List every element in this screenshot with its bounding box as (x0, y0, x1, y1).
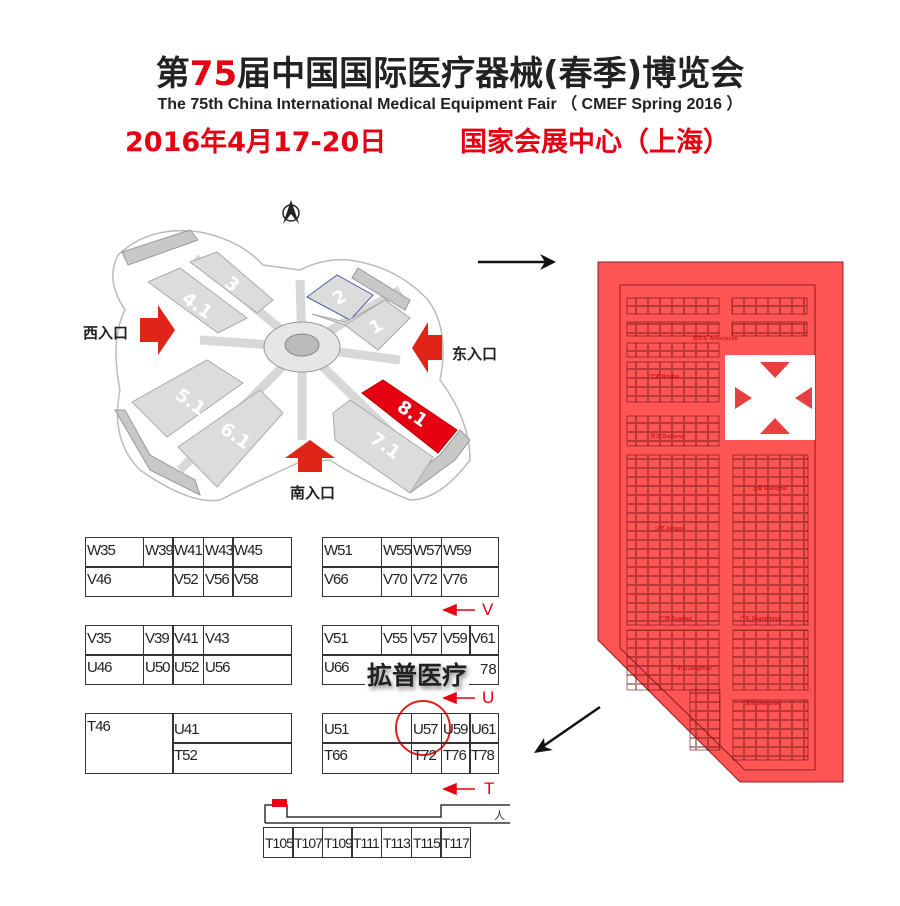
zone-arrows (735, 362, 812, 434)
booth-cell[interactable]: U41 (172, 713, 292, 744)
title-rest: 届中国国际医疗器械(春季)博览会 (237, 54, 745, 94)
entrance-mark: 人 (494, 809, 505, 822)
booth-cell[interactable]: V35 (85, 625, 144, 656)
region-label: 救护车 Ambulance (693, 335, 738, 342)
highlight-circle (395, 700, 451, 756)
aisle-label-u: U (482, 688, 495, 707)
booth-cell[interactable]: W55 (381, 537, 412, 568)
booth-cell[interactable]: W43 (203, 537, 234, 568)
exhibitor-label: 拡普医疗 (365, 656, 470, 692)
east-entrance-arrow-icon (412, 322, 442, 373)
east-entrance-label: 东入口 (452, 345, 498, 363)
region-label: 广东 Guangdong (740, 615, 781, 622)
booth-cell[interactable]: T115 (411, 827, 442, 858)
booth-cell[interactable]: U46 (85, 654, 144, 685)
booth-cell[interactable]: T78 (469, 742, 499, 774)
booth-cell[interactable]: U61 (469, 713, 499, 744)
booth-cell[interactable]: W35 (85, 537, 144, 568)
booth-cell[interactable]: V57 (411, 625, 442, 656)
booth-cell[interactable]: V72 (411, 566, 442, 597)
booth-cell[interactable]: V66 (322, 566, 382, 597)
booth-cell[interactable]: T117 (440, 827, 471, 858)
region-label: 浙江 Zhejiang (650, 433, 683, 440)
arrow-right-icon (478, 254, 556, 270)
region-label: 广州 Guangzhou (672, 665, 712, 672)
hall-4-1[interactable] (147, 267, 248, 334)
aisle-arrows (442, 603, 475, 796)
booth-cell[interactable]: V70 (381, 566, 412, 597)
booth-cell[interactable]: V43 (203, 625, 292, 656)
booth-cell[interactable]: W45 (232, 537, 292, 568)
booth-cell[interactable]: V51 (322, 625, 382, 656)
booth-cell[interactable]: T111 (351, 827, 382, 858)
booth-cell[interactable]: V52 (172, 566, 204, 597)
hall-2[interactable] (306, 274, 374, 321)
region-label: 深圳 Shenzhen (745, 700, 781, 707)
west-entrance-label: 西入口 (83, 324, 129, 342)
booth-cell[interactable]: T52 (172, 742, 292, 774)
booth-cell[interactable]: V41 (172, 625, 204, 656)
booth-cell[interactable]: U51 (322, 713, 412, 744)
booth-cell[interactable]: V61 (469, 625, 499, 656)
central-ring-hole (284, 333, 320, 357)
aisle-label-v: V (482, 600, 494, 619)
hall-1-body (344, 299, 411, 351)
red-marker (272, 799, 287, 807)
booth-cell[interactable]: T66 (322, 742, 412, 774)
title-number: 75 (189, 54, 238, 94)
region-label: 上海 Shanghai (752, 485, 787, 492)
booth-cell[interactable]: V39 (143, 625, 174, 656)
fair-subtitle: The 75th China International Medical Equ… (157, 96, 743, 113)
booth-cell[interactable]: V46 (85, 566, 174, 597)
booth-cell[interactable]: V76 (441, 566, 499, 597)
aisle-label-t: T (484, 779, 495, 798)
booth-cell[interactable]: T76 (441, 742, 471, 774)
booth-cell[interactable]: V55 (381, 625, 412, 656)
region-label: 江苏 Jiangsu (655, 525, 685, 532)
west-entrance-arrow-icon (140, 305, 175, 355)
booth-cell-highlighted[interactable]: U57 (411, 713, 442, 744)
booth-cell[interactable]: T107 (292, 827, 323, 858)
booth-cell-label: 78 (480, 661, 497, 678)
hall-7-1[interactable] (332, 399, 434, 494)
hall-3[interactable] (188, 251, 274, 314)
booth-cell[interactable]: W57 (411, 537, 442, 568)
booth-cell[interactable]: U52 (172, 654, 204, 685)
booth-cell[interactable]: U50 (143, 654, 174, 685)
arrow-down-left-icon (534, 705, 601, 753)
booth-cell[interactable]: W59 (441, 537, 499, 568)
hall-5-1[interactable] (131, 359, 244, 438)
fair-venue: 国家会展中心（上海） (460, 127, 730, 158)
region-label: 广西 Guangxi (660, 615, 692, 622)
booth-cell[interactable]: W41 (172, 537, 204, 568)
title-prefix: 第 (155, 54, 190, 94)
booth-cell[interactable]: T105 (263, 827, 294, 858)
hall-8-1[interactable] (361, 379, 458, 454)
booth-cell[interactable]: T113 (381, 827, 412, 858)
hall-8-1-floor-plan[interactable]: 救护车 Ambulance 宁波 Ningbo 浙江 Zhejiang 上海 S… (597, 261, 844, 783)
north-arrow-icon (282, 200, 300, 224)
booth-cell[interactable]: W39 (143, 537, 174, 568)
booth-cell[interactable]: T72 (411, 742, 442, 774)
booth-cell[interactable]: W51 (322, 537, 382, 568)
fair-date: 2016年4月17-20日 (125, 127, 387, 158)
hall-wall (264, 804, 510, 824)
south-entrance-label: 南入口 (290, 484, 336, 502)
hall-6-1[interactable] (177, 389, 284, 488)
entrance-arrows (140, 305, 442, 472)
booth-cell[interactable]: T46 (85, 713, 174, 774)
booth-cell[interactable]: U56 (203, 654, 292, 685)
region-label: 宁波 Ningbo (650, 373, 679, 380)
booth-cell[interactable]: T109 (322, 827, 353, 858)
booth-cell[interactable]: V59 (441, 625, 471, 656)
booth-cell[interactable]: V56 (203, 566, 234, 597)
fair-title: 第75届中国国际医疗器械(春季)博览会 (0, 46, 900, 95)
booth-cell[interactable]: V58 (232, 566, 292, 597)
booth-cell[interactable]: U59 (441, 713, 471, 744)
south-entrance-arrow-icon (285, 440, 335, 472)
